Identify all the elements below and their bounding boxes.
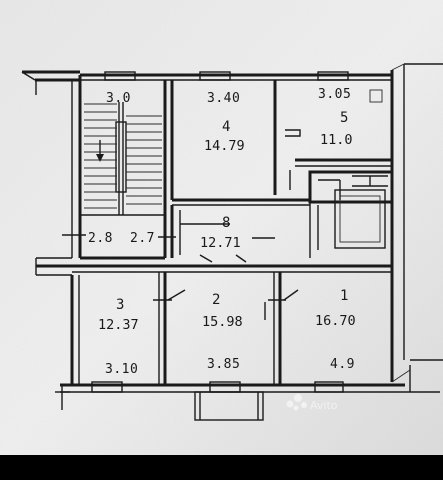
upper-room-walls xyxy=(170,80,394,258)
room-1-label: 1 16.70 xyxy=(315,288,356,329)
dim-room1-bottom: 4.9 xyxy=(330,357,355,372)
dim-stair-right: 2.7 xyxy=(130,231,155,246)
avito-logo-icon xyxy=(286,394,307,411)
room-4-area: 14.79 xyxy=(204,138,245,154)
room-3-label: 3 12.37 xyxy=(98,297,139,333)
dimension-labels: 3.0 3.40 3.05 2.8 2.7 3.10 3.85 4.9 xyxy=(88,87,355,377)
stair-treads xyxy=(84,103,162,209)
room-8-label: 8 12.71 xyxy=(200,215,241,251)
room-8-area: 12.71 xyxy=(200,235,241,251)
room-8-walls xyxy=(170,205,275,263)
room-8-number: 8 xyxy=(222,215,230,231)
room-5-number: 5 xyxy=(340,110,348,126)
room-4-label: 4 14.79 xyxy=(204,119,245,154)
top-windows xyxy=(91,71,349,421)
room-1-number: 1 xyxy=(340,288,348,304)
stair-direction-arrow-icon xyxy=(96,140,104,162)
room-4-number: 4 xyxy=(222,119,230,135)
watermark-text: Avito xyxy=(310,399,338,412)
stairwell xyxy=(62,80,176,260)
dim-stair-top: 3.0 xyxy=(106,91,131,106)
room-2-number: 2 xyxy=(212,292,220,308)
dim-room4-top: 3.40 xyxy=(207,91,240,106)
dim-room3-bottom: 3.10 xyxy=(105,362,138,377)
dim-room5-top: 3.05 xyxy=(318,87,351,102)
middle-wall xyxy=(36,264,392,273)
room-3-area: 12.37 xyxy=(98,317,139,333)
avito-watermark: Avito xyxy=(286,394,338,412)
room-1-area: 16.70 xyxy=(315,313,356,329)
bottom-black-band xyxy=(0,455,443,480)
room-2-area: 15.98 xyxy=(202,314,243,330)
room-3-number: 3 xyxy=(116,297,124,313)
room-2-label: 2 15.98 xyxy=(202,292,243,330)
room-5-area: 11.0 xyxy=(320,132,353,148)
room-labels: 4 14.79 5 11.0 8 12.71 3 12.37 2 15.98 1… xyxy=(98,110,356,333)
dim-stair-left: 2.8 xyxy=(88,231,113,246)
dim-room2-bottom: 3.85 xyxy=(207,357,240,372)
lower-room-walls xyxy=(153,272,299,385)
room-5-label: 5 11.0 xyxy=(320,110,353,148)
